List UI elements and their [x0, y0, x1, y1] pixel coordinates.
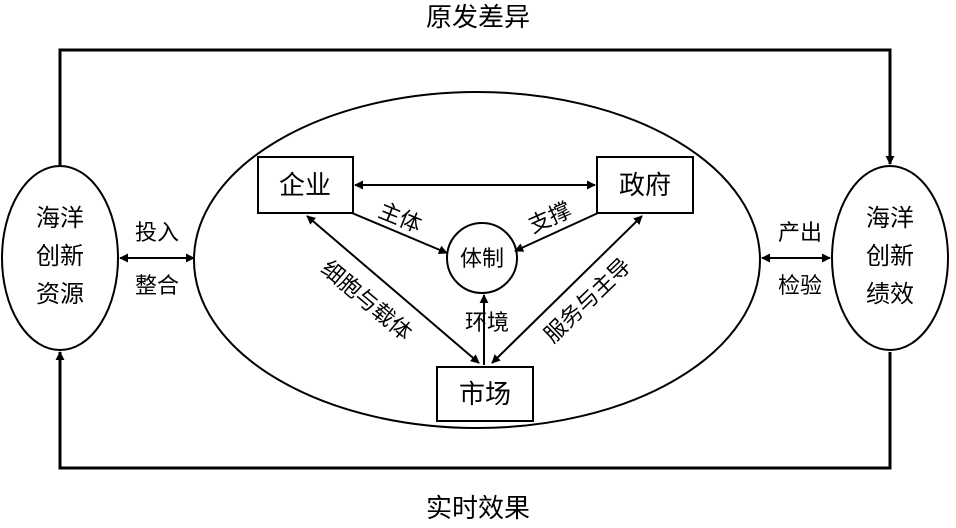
- market-box: [436, 366, 534, 422]
- market-label: 市场: [459, 380, 511, 410]
- top-feedback-line: [58, 48, 895, 166]
- left-resource-node: [1, 165, 119, 351]
- left-node-line-3: 资源: [36, 280, 84, 308]
- right-link-bottom-label: 检验: [778, 274, 822, 299]
- government-box: [596, 156, 694, 214]
- bottom-loop-label: 实时效果: [426, 494, 530, 524]
- government-market-arrow: [491, 215, 643, 364]
- top-loop-label: 原发差异: [426, 3, 530, 33]
- left-node-line-1: 海洋: [36, 204, 84, 232]
- right-node-line-3: 绩效: [866, 280, 914, 308]
- right-node-line-2: 创新: [866, 242, 914, 270]
- right-performance-node: [831, 165, 949, 351]
- right-link-top-label: 产出: [778, 221, 822, 246]
- enterprise-label: 企业: [279, 171, 331, 201]
- institution-label: 体制: [460, 247, 504, 272]
- bottom-feedback-line: [55, 351, 892, 470]
- government-label: 政府: [619, 171, 671, 201]
- enterprise-market-arrow: [306, 215, 480, 364]
- right-node-line-1: 海洋: [866, 204, 914, 232]
- left-link-bottom-label: 整合: [135, 274, 179, 299]
- edge-cell-label: 细胞与载体: [316, 256, 416, 346]
- left-node-line-2: 创新: [36, 242, 84, 270]
- enterprise-box: [257, 156, 354, 214]
- edge-support-label: 支撑: [525, 198, 575, 239]
- left-link-top-label: 投入: [135, 221, 179, 246]
- edge-environment-label: 环境: [465, 311, 509, 336]
